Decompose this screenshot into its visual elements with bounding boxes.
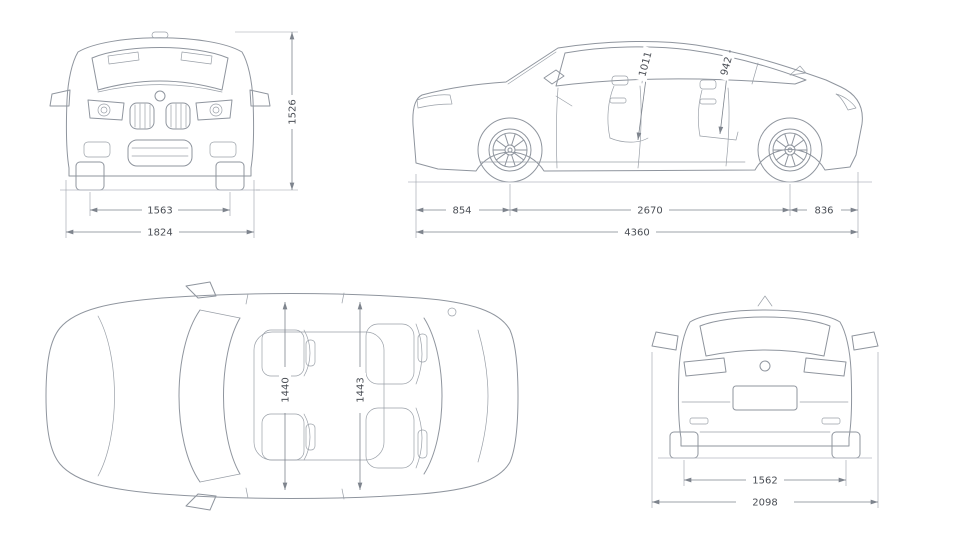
rear-bench (365, 323, 428, 469)
side-headlight (416, 94, 453, 109)
rear-window (699, 316, 831, 357)
front-height-dimension: 1526 (235, 31, 299, 191)
roof-fin (789, 65, 807, 76)
rear-roof-fin (757, 295, 773, 307)
interior-height-rear-label: 942 (719, 56, 735, 77)
door-edge-front (555, 87, 559, 169)
windshield-base-arc (178, 309, 201, 483)
interior-rear-seat (697, 79, 739, 141)
top-view: 1440 1443 (45, 281, 519, 511)
reflector-left (689, 417, 709, 425)
front-track-dimension: 1563 (89, 192, 231, 217)
interior-height-rear-dimension: 942 (716, 49, 736, 135)
reflector-right (821, 417, 841, 425)
kidney-grille-right (165, 102, 191, 130)
windshield-inner (507, 51, 557, 85)
hood-line (97, 84, 223, 93)
grille-slats (134, 103, 187, 129)
rear-body-outline (677, 309, 853, 447)
rear-mirror-right (851, 331, 879, 351)
front-overall-width-dimension: 1824 (65, 180, 255, 239)
interior-width-rear-label: 1443 (356, 377, 367, 402)
rear-track-label: 1562 (752, 476, 777, 487)
door-seam-rear (725, 87, 730, 167)
interior-width-rear-dimension: 1443 (354, 302, 367, 490)
roof-antenna-top (447, 307, 457, 317)
rear-view-car (651, 295, 879, 459)
interior-width-front-dimension: 1440 (279, 302, 292, 490)
front-seat-right (261, 413, 316, 461)
sunroof (253, 331, 385, 461)
overall-length-dimension: 4360 (416, 228, 858, 239)
fog-intake-left (83, 141, 111, 158)
rear-overhang-dimension: 836 (790, 206, 858, 217)
lower-air-intake (127, 139, 193, 167)
rear-tire-left (669, 431, 699, 459)
side-glass (555, 46, 807, 87)
rear-tire-right (831, 431, 861, 459)
bmw-roundel (154, 90, 166, 102)
rear-overall-width-dimension: 2098 (651, 352, 879, 509)
kidney-grille-left (129, 102, 155, 130)
tailgate-edge (477, 329, 489, 463)
door-handle-rear (699, 98, 717, 105)
front-view-car (49, 31, 271, 191)
fog-intake-right (209, 141, 237, 158)
overall-length-label: 4360 (624, 228, 649, 239)
side-view: 1011 942 854 2670 (408, 40, 872, 239)
rear-mirror-left (651, 331, 679, 351)
front-overhang-label: 854 (452, 206, 471, 217)
taillight-right (803, 357, 847, 377)
sun-visor-right (180, 51, 213, 65)
door-handle-front (609, 97, 627, 104)
front-view: 1526 1563 1824 (49, 31, 299, 239)
steering-wheel (555, 95, 573, 107)
front-overhang-dimension: 854 (416, 206, 510, 217)
mirror-right (249, 89, 271, 107)
taillight-left (683, 357, 727, 377)
interior-height-front-dimension: 1011 (634, 46, 656, 141)
headlight-left (87, 99, 125, 121)
side-body-outline (412, 40, 863, 172)
hood-contour (97, 315, 115, 477)
rear-overhang-label: 836 (814, 206, 833, 217)
wheelbase-label: 2670 (637, 206, 662, 217)
top-view-car (45, 281, 519, 511)
side-bottom-dimensions: 854 2670 836 4360 (415, 172, 859, 239)
interior-height-front-label: 1011 (637, 51, 654, 78)
roof-front-edge (223, 317, 241, 475)
headlight-right (195, 99, 233, 121)
c-pillar (751, 62, 759, 85)
rear-bmw-roundel (759, 360, 771, 372)
rear-wheel (757, 117, 823, 183)
interior-width-front-label: 1440 (281, 377, 292, 402)
front-seat-left (261, 329, 316, 377)
rear-window-arc (423, 317, 443, 475)
wheelbase-dimension: 2670 (510, 206, 790, 217)
rear-view: 1562 2098 (651, 295, 879, 509)
door-seams-top (245, 292, 345, 500)
roof-antenna (151, 31, 169, 39)
rear-overall-width-label: 2098 (752, 498, 777, 509)
side-mirror (543, 69, 565, 85)
license-plate (732, 385, 798, 411)
front-body-outline (65, 37, 255, 177)
mirror-top (185, 281, 217, 299)
side-taillight (835, 93, 857, 111)
top-body-outline (45, 293, 519, 499)
mirror-left (49, 89, 71, 107)
front-height-label: 1526 (288, 99, 299, 124)
front-windshield (91, 47, 229, 91)
front-wheel (477, 117, 543, 183)
front-track-label: 1563 (147, 206, 172, 217)
rear-track-dimension: 1562 (683, 460, 847, 487)
front-overall-width-label: 1824 (147, 228, 172, 239)
mirror-bottom (185, 493, 217, 511)
sun-visor-left (107, 51, 140, 65)
